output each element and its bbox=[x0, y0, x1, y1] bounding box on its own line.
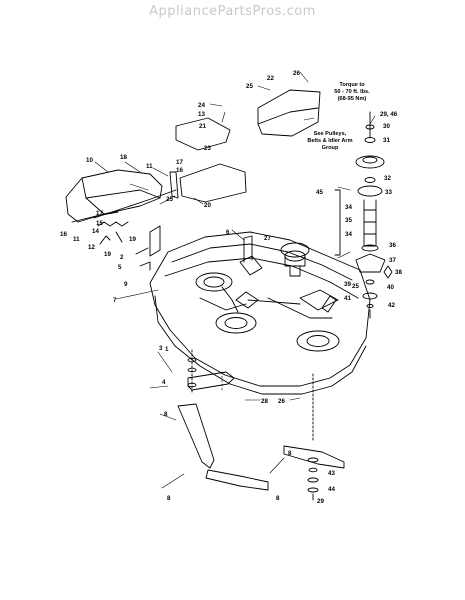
left-blade-hardware bbox=[187, 349, 197, 395]
torque-note-line-3: (68-95 Nm) bbox=[338, 96, 367, 102]
callout-17a: 17 bbox=[176, 159, 183, 166]
torque-note-line-1: Torque to bbox=[339, 82, 365, 88]
callout-37: 37 bbox=[389, 257, 396, 264]
blade-hardware-stack bbox=[307, 373, 319, 501]
callout-13: 13 bbox=[198, 111, 205, 118]
callout-labels: 1 2 3 4 5 6 7 8 8 8 8 9 10 11 11 12 13 1… bbox=[60, 70, 402, 505]
callout-25a: 25 bbox=[246, 83, 253, 90]
callout-39: 39 bbox=[344, 281, 351, 288]
spindle-openings bbox=[195, 272, 340, 352]
watermark-header: AppliancePartsPros.com bbox=[0, 0, 465, 20]
callout-3: 3 bbox=[159, 345, 163, 352]
callout-43: 43 bbox=[328, 470, 335, 477]
callout-34b: 34 bbox=[345, 231, 352, 238]
deck-brackets bbox=[199, 235, 339, 319]
callout-18: 18 bbox=[120, 154, 127, 161]
callout-26b: 26 bbox=[278, 398, 285, 405]
deck-cover-plate bbox=[175, 117, 231, 151]
callout-11a: 11 bbox=[146, 163, 153, 170]
callout-25b: 25 bbox=[166, 196, 173, 203]
callout-44: 44 bbox=[328, 486, 335, 493]
callout-16b: 16 bbox=[176, 167, 183, 174]
callout-29: 29 bbox=[317, 498, 324, 505]
torque-note-line-2: 50 - 70 ft. lbs. bbox=[334, 89, 370, 95]
discharge-chute bbox=[65, 169, 163, 223]
callout-2: 2 bbox=[120, 254, 124, 261]
belt-cover bbox=[257, 89, 321, 137]
callout-19a: 19 bbox=[129, 236, 136, 243]
callout-29-46: 29, 46 bbox=[380, 111, 398, 118]
callout-8a: 8 bbox=[164, 411, 168, 418]
side-bracket bbox=[169, 163, 247, 203]
callout-40: 40 bbox=[387, 284, 394, 291]
callout-1: 1 bbox=[165, 346, 169, 353]
center-spindle-pulley bbox=[280, 242, 310, 277]
callout-42: 42 bbox=[388, 302, 395, 309]
deck-housing bbox=[149, 231, 371, 395]
right-spindle-stack bbox=[355, 111, 393, 319]
pulleys-note-line-1: See Pulleys, bbox=[314, 131, 347, 137]
site-watermark: AppliancePartsPros.com bbox=[149, 4, 316, 19]
callout-19b: 19 bbox=[104, 251, 111, 258]
callout-7: 7 bbox=[113, 297, 117, 304]
callout-16a: 16 bbox=[60, 231, 67, 238]
callout-32: 32 bbox=[384, 175, 391, 182]
callout-38: 38 bbox=[395, 269, 402, 276]
callout-6: 6 bbox=[226, 229, 230, 236]
callout-45: 45 bbox=[316, 189, 323, 196]
callout-8c: 8 bbox=[276, 495, 280, 502]
callout-17b: 17 bbox=[96, 210, 103, 217]
callout-20: 20 bbox=[204, 202, 211, 209]
chute-hinge bbox=[93, 189, 177, 245]
callout-34a: 34 bbox=[345, 204, 352, 211]
callout-22: 22 bbox=[267, 75, 274, 82]
pulleys-note-line-3: Group bbox=[322, 145, 339, 151]
callout-15: 15 bbox=[96, 220, 103, 227]
callout-12: 12 bbox=[88, 244, 95, 251]
callout-30: 30 bbox=[383, 123, 390, 130]
callout-41: 41 bbox=[344, 295, 351, 302]
callout-8d: 8 bbox=[288, 450, 292, 457]
callout-21: 21 bbox=[199, 123, 206, 130]
callout-9: 9 bbox=[124, 281, 128, 288]
leader-lines bbox=[94, 71, 376, 489]
callout-14: 14 bbox=[92, 228, 99, 235]
callout-27: 27 bbox=[264, 235, 271, 242]
callout-25c: 25 bbox=[352, 283, 359, 290]
callout-26a: 26 bbox=[293, 70, 300, 77]
pulley-bracket bbox=[334, 189, 341, 256]
callout-11b: 11 bbox=[73, 236, 80, 243]
pulleys-note-line-2: Belts & Idler Arm bbox=[307, 138, 352, 144]
callout-24: 24 bbox=[198, 102, 205, 109]
callout-33: 33 bbox=[385, 189, 392, 196]
torque-note: Torque to 50 - 70 ft. lbs. (68-95 Nm) bbox=[334, 82, 370, 102]
callout-36: 36 bbox=[389, 242, 396, 249]
pulleys-note: See Pulleys, Belts & Idler Arm Group bbox=[307, 131, 352, 151]
callout-8b: 8 bbox=[167, 495, 171, 502]
callout-31: 31 bbox=[383, 137, 390, 144]
left-hardware bbox=[135, 225, 161, 271]
callout-10: 10 bbox=[86, 157, 93, 164]
callout-23: 23 bbox=[204, 145, 211, 152]
callout-28: 28 bbox=[261, 398, 268, 405]
callout-35: 35 bbox=[345, 217, 352, 224]
callout-5: 5 bbox=[118, 264, 122, 271]
callout-4: 4 bbox=[162, 379, 166, 386]
